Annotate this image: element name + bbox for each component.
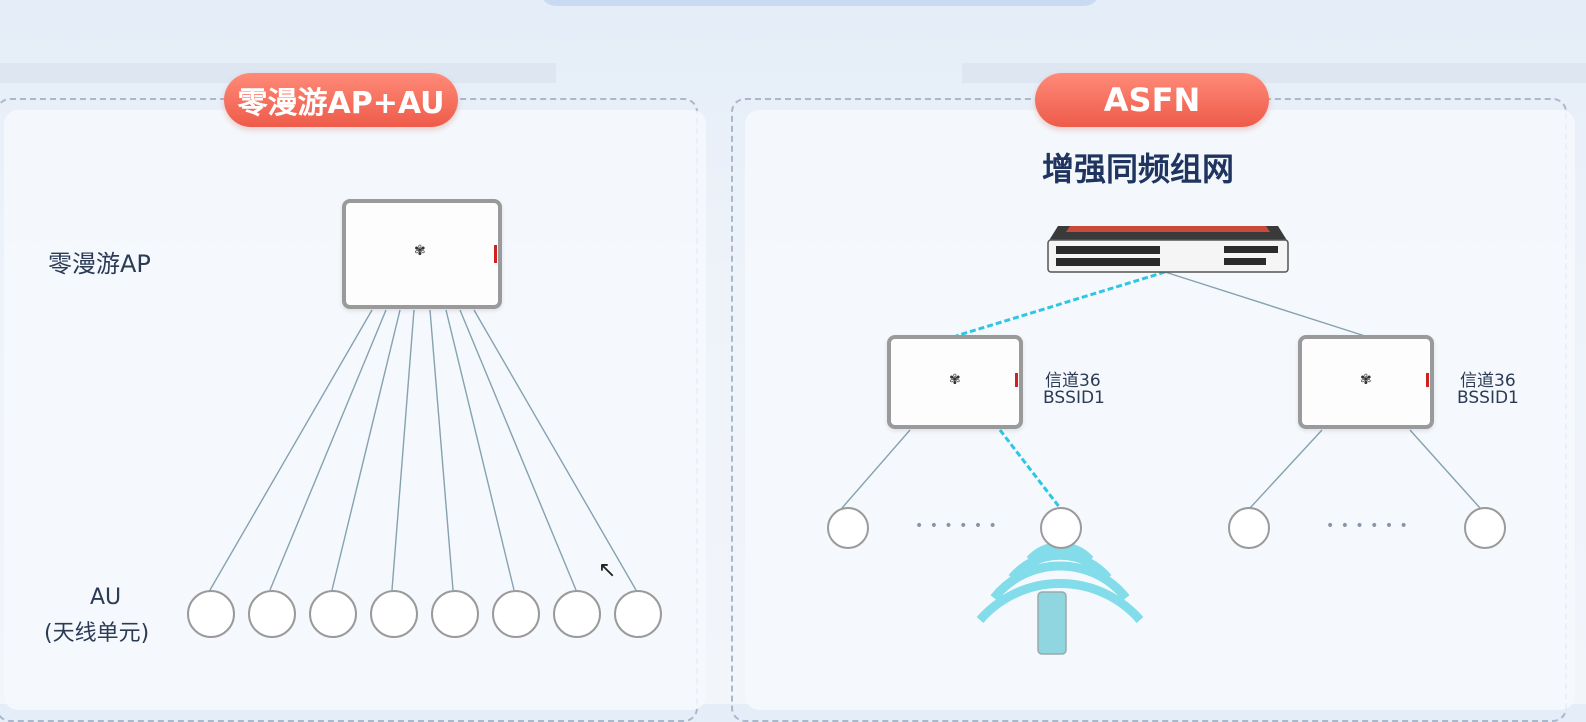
client-node xyxy=(827,507,869,549)
huawei-logo-icon: ✾ xyxy=(949,372,961,388)
ap-left-channel: 信道36 xyxy=(1045,371,1101,391)
connection-lines xyxy=(209,226,1481,655)
right-badge-label: ASFN xyxy=(1103,81,1201,119)
switch-to-ap-right-link xyxy=(1164,271,1366,337)
ellipsis-dots-right: • • • • • • xyxy=(1326,518,1409,534)
smartphone-icon xyxy=(1037,591,1067,655)
wifi-signal-icon xyxy=(976,542,1144,623)
right-panel-title: 增强同频组网 xyxy=(1042,150,1235,188)
ap-device-right: ✾ xyxy=(1298,335,1434,429)
ap-right-channel: 信道36 xyxy=(1460,371,1516,391)
mouse-pointer-icon: ↖ xyxy=(598,558,617,583)
au-label-line1: AU xyxy=(90,585,122,610)
ap-led xyxy=(1426,373,1429,387)
left-antenna-links xyxy=(209,309,637,591)
au-node xyxy=(309,590,357,638)
top-glow xyxy=(540,0,1100,6)
client-node xyxy=(1464,507,1506,549)
switch-to-ap-left-link xyxy=(955,270,1166,338)
right-panel xyxy=(745,110,1575,710)
ap-device-left: ✾ xyxy=(887,335,1023,429)
zero-roaming-ap-device: ✾ xyxy=(342,199,502,309)
huawei-logo-icon: ✾ xyxy=(414,243,426,259)
zero-roaming-ap-label: 零漫游AP xyxy=(48,250,151,278)
au-label-line2: (天线单元) xyxy=(44,621,150,646)
ap-right-bssid: BSSID1 xyxy=(1457,388,1519,408)
left-badge-label: 零漫游AP+AU xyxy=(237,86,445,121)
ap-right-link-2 xyxy=(1409,429,1481,509)
ap-led xyxy=(494,245,497,263)
ap-left-link-2 xyxy=(998,429,1062,509)
left-badge: 零漫游AP+AU xyxy=(224,73,458,127)
ap-left-link-1 xyxy=(841,429,911,509)
ellipsis-dots-left: • • • • • • xyxy=(915,518,998,534)
client-node xyxy=(1228,507,1270,549)
au-node xyxy=(614,590,662,638)
ap-led xyxy=(1015,373,1018,387)
ap-left-bssid: BSSID1 xyxy=(1043,388,1105,408)
au-node xyxy=(187,590,235,638)
huawei-logo-icon: ✾ xyxy=(1360,372,1372,388)
au-node xyxy=(370,590,418,638)
switch-icon xyxy=(1047,226,1289,273)
client-node xyxy=(1040,507,1082,549)
right-badge: ASFN xyxy=(1035,73,1269,127)
au-node xyxy=(431,590,479,638)
ap-right-link-1 xyxy=(1249,429,1323,509)
au-node xyxy=(248,590,296,638)
au-node xyxy=(553,590,601,638)
au-node xyxy=(492,590,540,638)
